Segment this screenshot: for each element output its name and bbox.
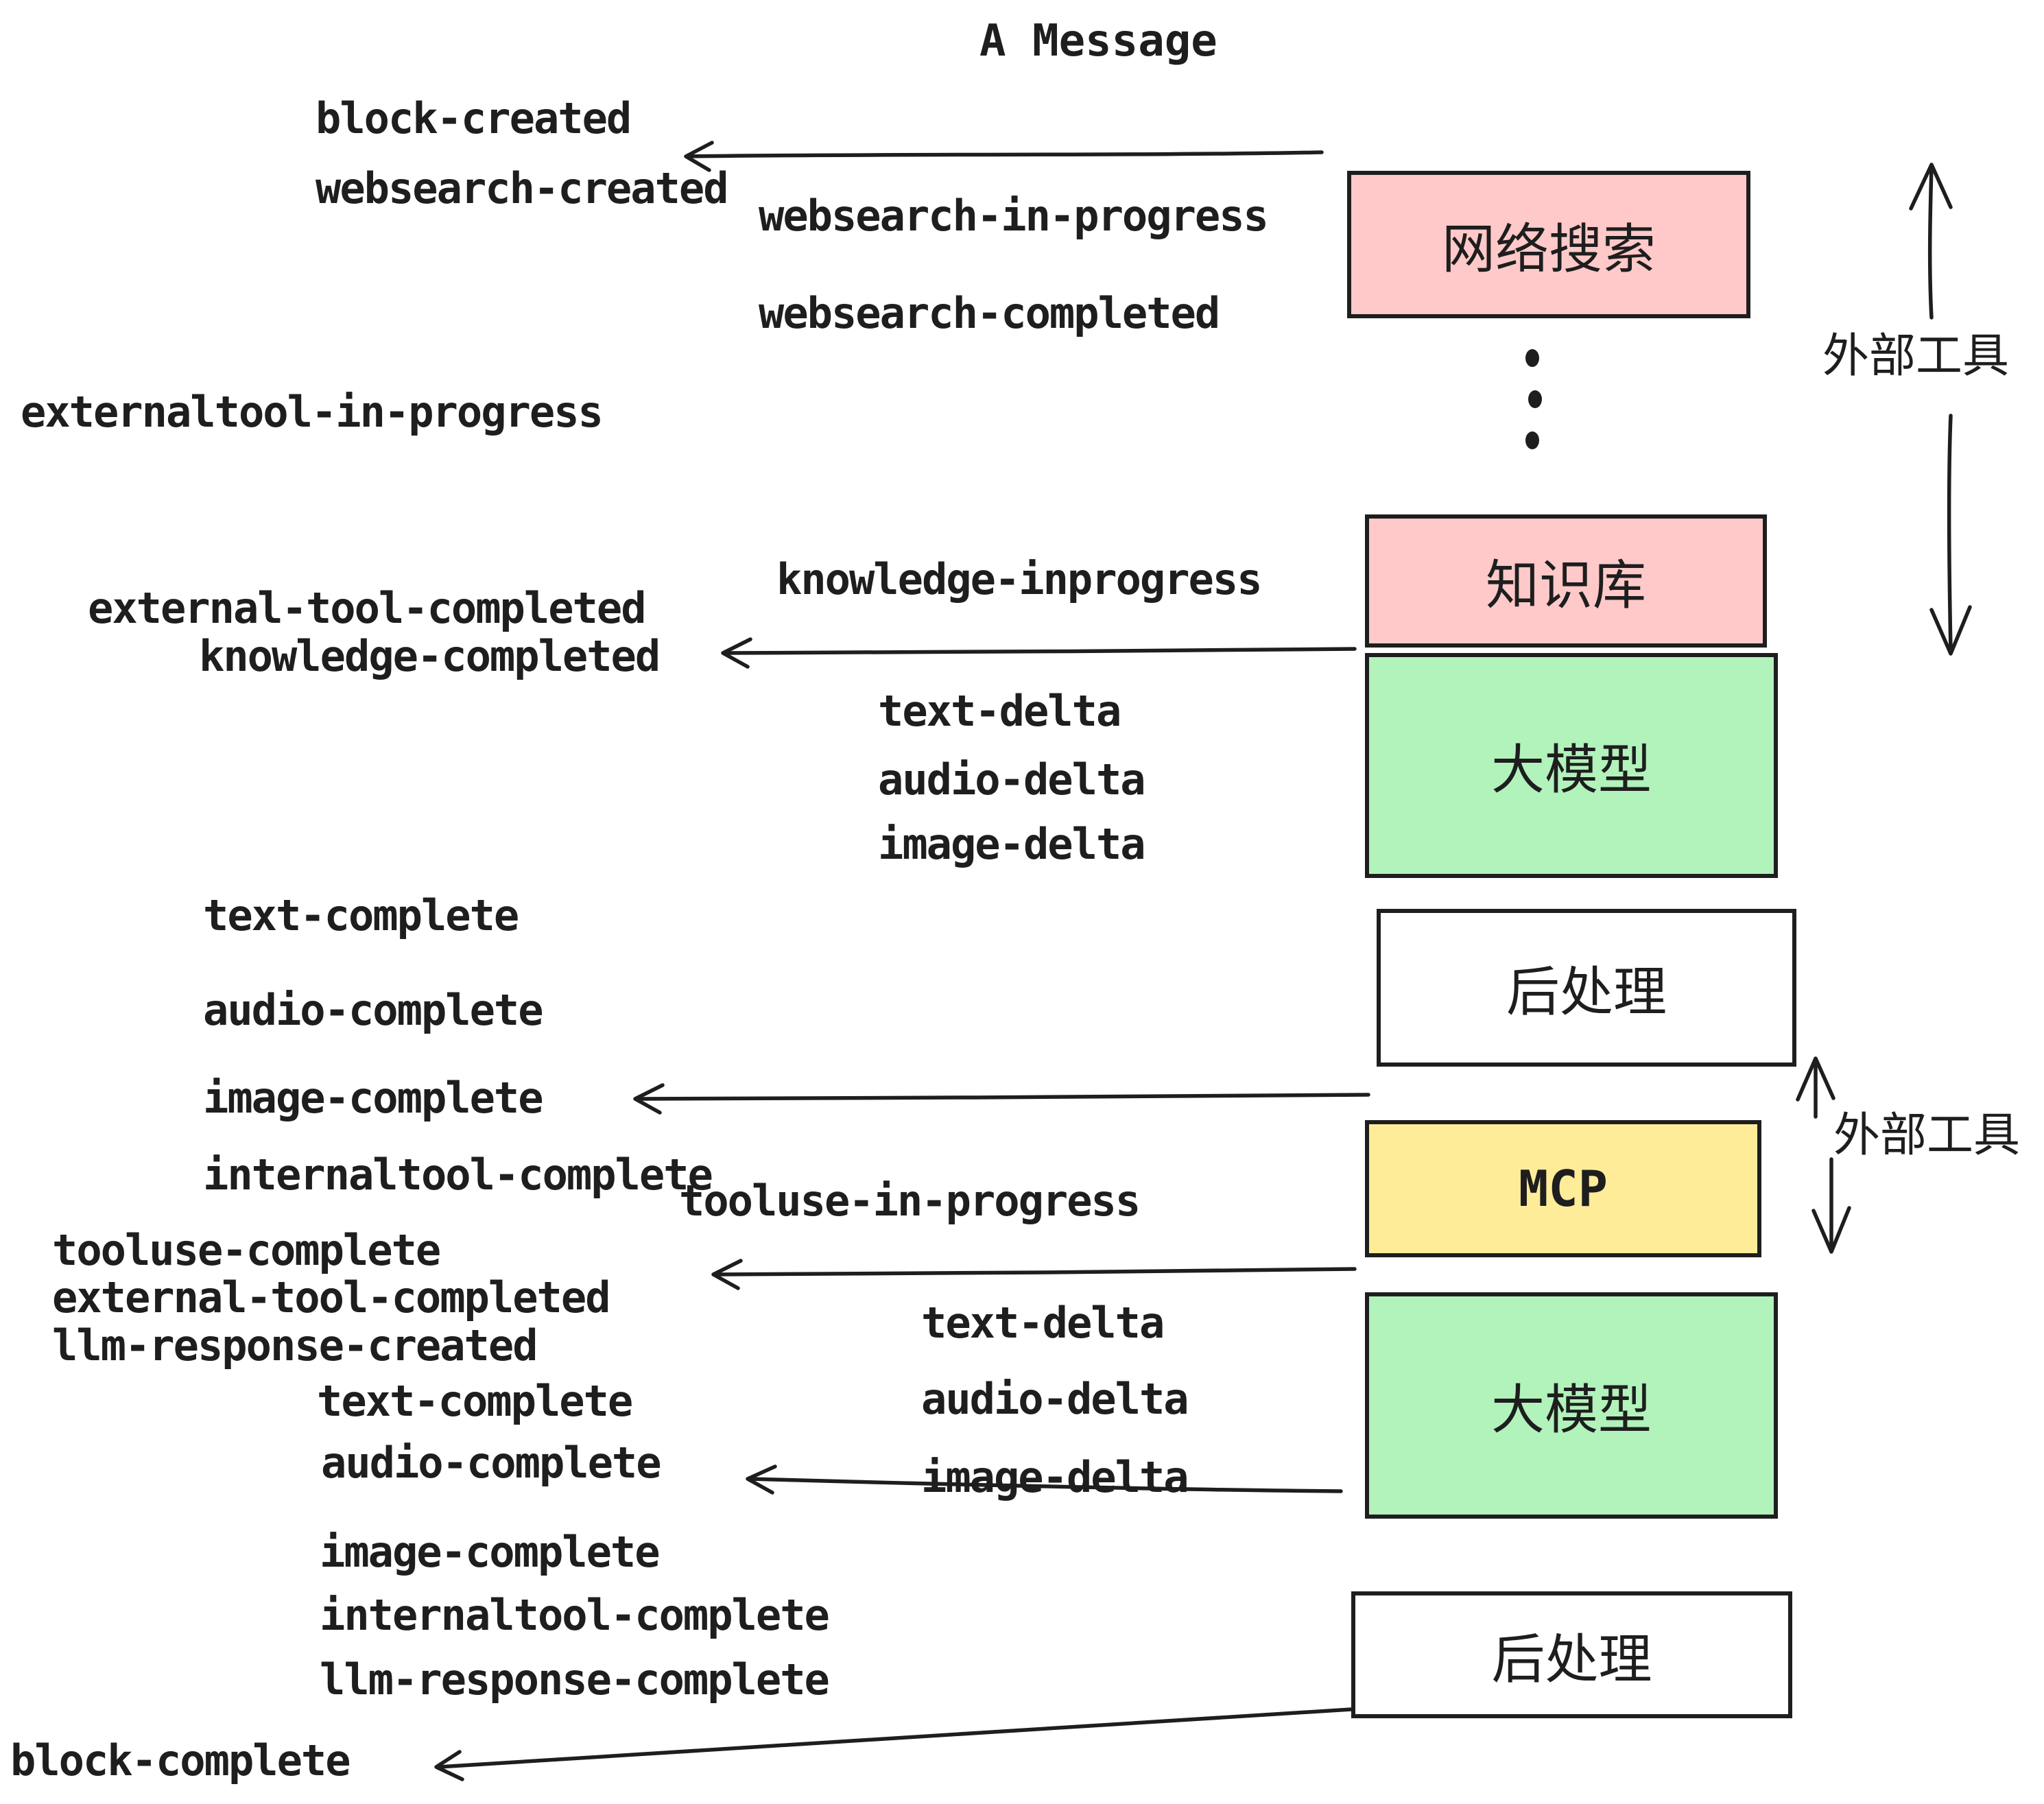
node-label: MCP (1518, 1160, 1608, 1218)
event-label-knowledge-completed: knowledge-completed (199, 631, 661, 681)
event-label-tooluse-complete: tooluse-complete (52, 1225, 441, 1275)
node-knowledge: 知识库 (1365, 514, 1767, 648)
arrowhead-image-complete-1 (633, 1083, 665, 1115)
arrowhead-block-complete (434, 1750, 464, 1781)
arrow-image-complete-1 (636, 1093, 1370, 1101)
diagram-title: A Message (979, 16, 1217, 67)
event-label-internaltool-complete-1: internaltool-complete (203, 1150, 713, 1200)
node-label: 知识库 (1485, 555, 1646, 617)
node-label: 后处理 (1491, 1628, 1652, 1691)
node-label: 大模型 (1490, 1379, 1652, 1441)
node-mcp: MCP (1365, 1120, 1761, 1257)
event-label-audio-complete-2: audio-complete (321, 1438, 662, 1488)
event-label-external-tool-completed-2: external-tool-completed (52, 1272, 611, 1322)
arrowhead-external-tools-mid-down (1811, 1206, 1851, 1254)
event-label-websearch-in-progress: websearch-in-progress (759, 191, 1269, 241)
event-label-llm-response-complete: llm-response-complete (320, 1654, 830, 1705)
event-label-externaltool-in-progress: externaltool-in-progress (21, 387, 604, 437)
dot (1525, 431, 1539, 449)
event-label-websearch-created: websearch-created (316, 163, 729, 213)
event-label-websearch-completed: websearch-completed (759, 288, 1220, 338)
arrowhead-external-tools-mid-up (1796, 1056, 1835, 1102)
node-label: 后处理 (1506, 962, 1667, 1023)
node-post-processing-1: 后处理 (1377, 909, 1796, 1067)
node-label: 大模型 (1490, 739, 1652, 801)
arrowhead-external-tools-top-up (1909, 163, 1953, 211)
arrow-tooluse-complete (714, 1267, 1357, 1277)
arrow-knowledge-completed (724, 647, 1357, 655)
event-label-audio-delta-1: audio-delta (878, 755, 1146, 805)
ellipsis-dots (1525, 349, 1542, 449)
event-label-block-complete: block-complete (10, 1735, 351, 1785)
external-tools-label-top: 外部工具 (1822, 329, 2010, 383)
node-websearch: 网络搜索 (1347, 171, 1750, 318)
arrowhead-tooluse-complete (711, 1259, 743, 1290)
event-label-text-delta-2: text-delta (921, 1298, 1165, 1348)
arrow-block-created (685, 150, 1324, 158)
event-label-llm-response-created: llm-response-created (52, 1320, 538, 1370)
arrow-block-complete (437, 1707, 1353, 1769)
dot (1525, 349, 1539, 367)
node-llm-1: 大模型 (1365, 653, 1778, 878)
arrowhead-block-created (684, 141, 714, 172)
event-label-image-complete-1: image-complete (203, 1073, 544, 1123)
dot (1528, 390, 1542, 408)
event-label-knowledge-inprogress: knowledge-inprogress (776, 554, 1263, 604)
arrow-external-tools-top-down (1947, 414, 1953, 653)
event-label-internaltool-complete-2: internaltool-complete (320, 1590, 830, 1640)
arrow-audio-complete-2 (748, 1477, 1343, 1493)
event-label-audio-complete-1: audio-complete (203, 985, 544, 1035)
external-tools-label-middle: 外部工具 (1833, 1108, 2021, 1163)
event-label-tooluse-in-progress: tooluse-in-progress (679, 1176, 1141, 1226)
node-llm-2: 大模型 (1365, 1292, 1778, 1519)
arrowhead-knowledge-completed (721, 637, 752, 669)
event-label-text-delta-1: text-delta (878, 686, 1121, 736)
event-label-text-complete-2: text-complete (317, 1376, 633, 1426)
event-label-audio-delta-2: audio-delta (921, 1374, 1189, 1424)
event-label-external-tool-completed-1: external-tool-completed (88, 583, 647, 633)
event-label-block-created: block-created (316, 93, 632, 143)
arrowhead-audio-complete-2 (746, 1464, 777, 1495)
arrowhead-external-tools-top-down (1929, 605, 1972, 656)
event-label-text-complete-1: text-complete (203, 890, 519, 940)
arrow-external-tools-top-up (1927, 165, 1934, 320)
event-label-image-delta-2: image-delta (921, 1452, 1189, 1502)
node-post-processing-2: 后处理 (1351, 1591, 1792, 1718)
node-label: 网络搜索 (1441, 218, 1656, 281)
event-label-image-complete-2: image-complete (320, 1527, 661, 1577)
event-label-image-delta-1: image-delta (878, 819, 1146, 869)
